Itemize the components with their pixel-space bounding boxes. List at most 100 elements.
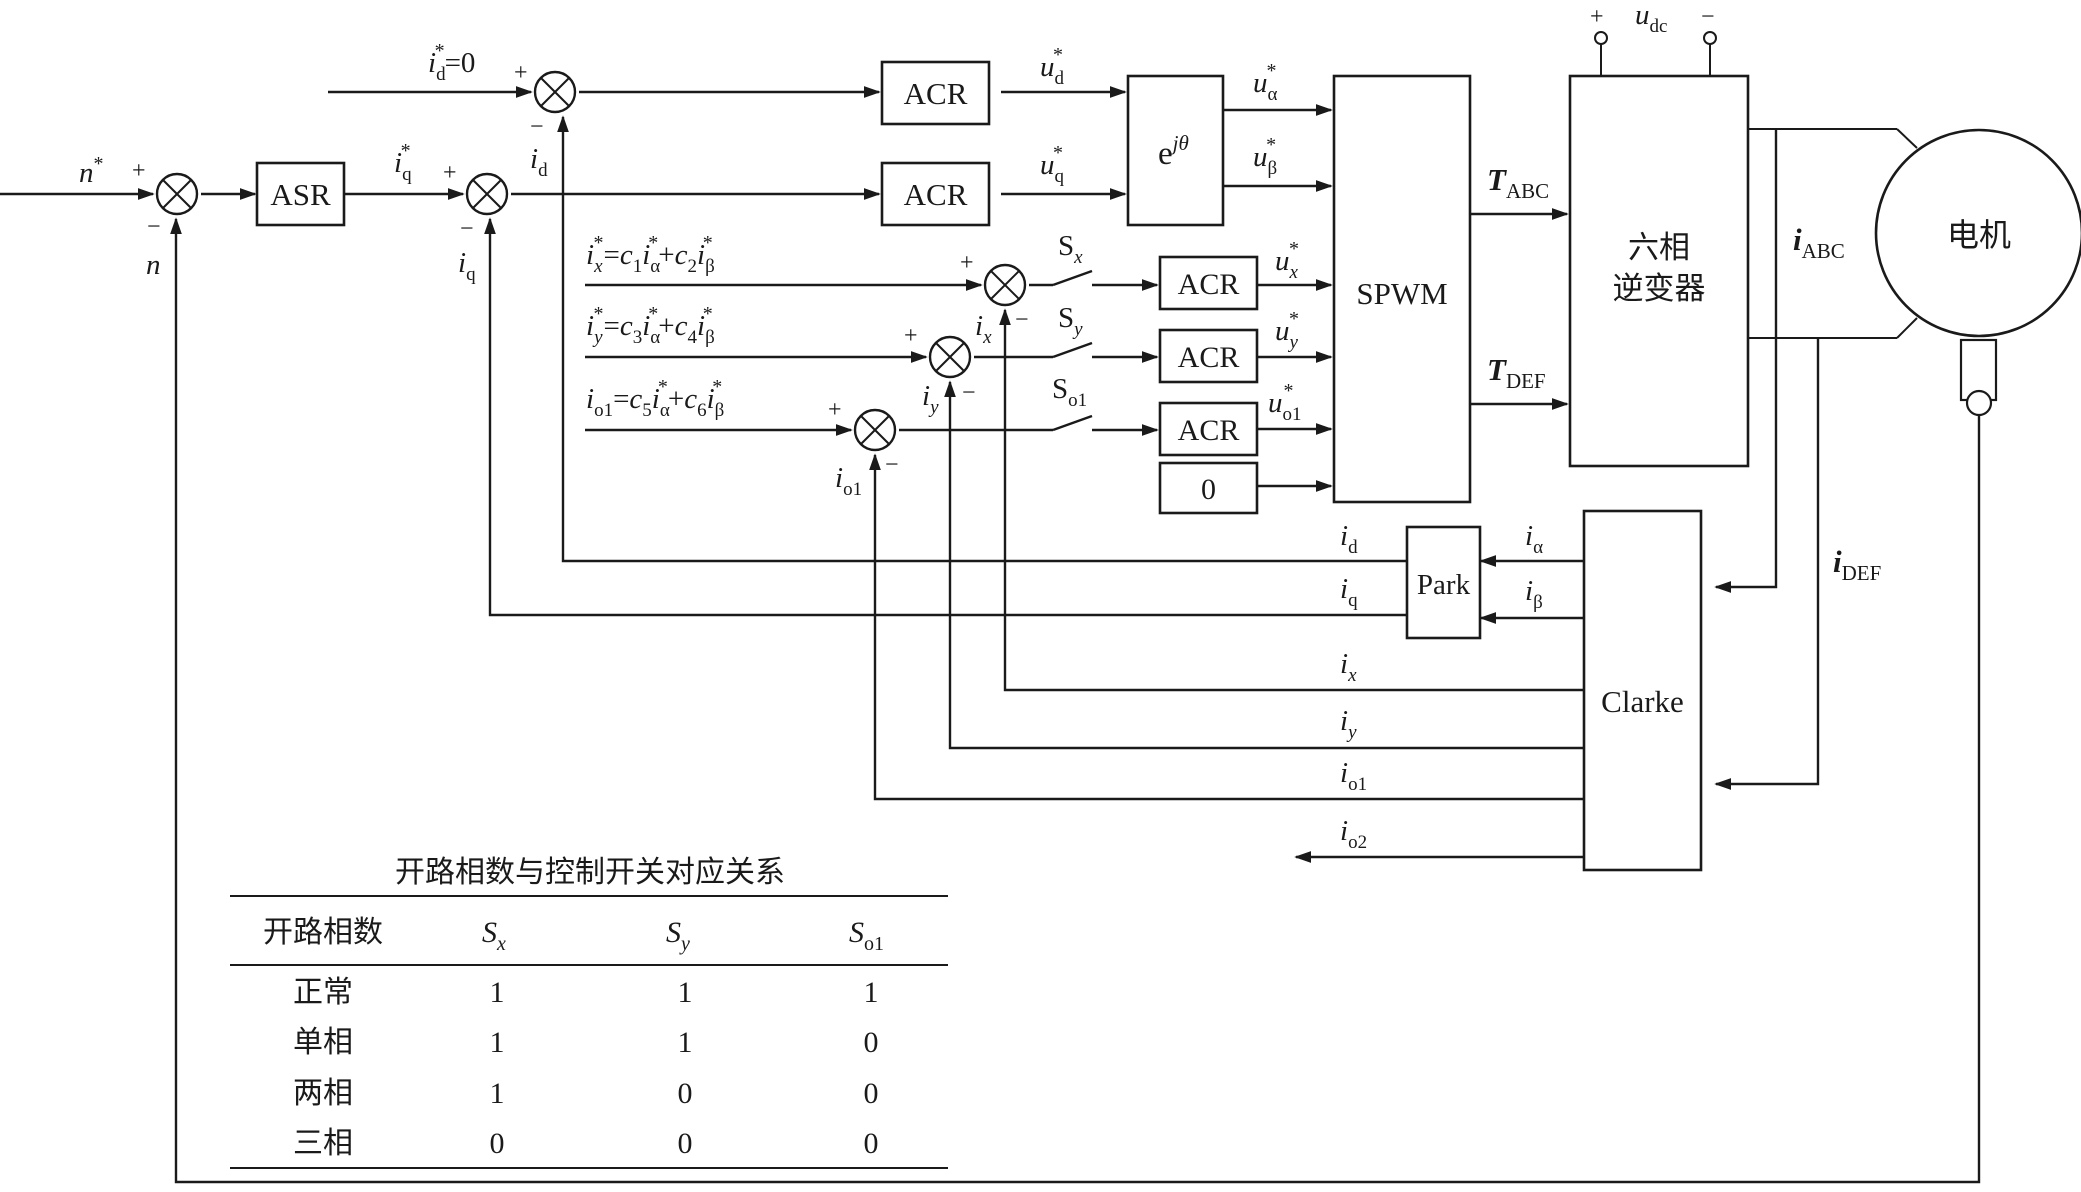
label-iy-fb-top: iy [922,380,939,418]
table-cell-name: 三相 [293,1126,353,1161]
asr-label: ASR [270,177,331,212]
label-uo1-ref: uo1* [1268,380,1302,425]
signal-labels: n* + − n id*=0 + − id iq* + − iq ud* uq*… [79,0,1881,853]
table-cell-name: 两相 [293,1076,353,1111]
label-n-feedback: n [146,249,161,281]
inverter-block [1568,74,1750,468]
summing-junction-y [928,335,972,379]
label-id-ref: id*=0 [428,40,475,85]
table-caption: 开路相数与控制开关对应关系 [395,855,785,890]
label-i-abc: iABC [1793,222,1845,263]
table-cell-so1: 0 [864,1127,879,1160]
label-i-alpha: iα [1525,520,1543,558]
acr-y-block [1158,328,1259,384]
acr-y-label: ACR [1178,341,1240,374]
sign-o1-minus: − [885,452,899,478]
clarke-label: Clarke [1601,684,1684,719]
table-cell-sy: 0 [678,1077,693,1110]
spwm-label: SPWM [1356,276,1447,311]
table-row: 单相 1 1 0 [293,1025,879,1060]
summing-junction-o1 [853,408,897,452]
acr-q-block [880,161,991,227]
table-cell-so1: 0 [864,1077,879,1110]
table-row: 三相 0 0 0 [293,1126,879,1161]
table-row: 正常 1 1 1 [293,975,879,1010]
label-io1-fb: io1 [1340,757,1367,795]
sign-speed-plus: + [132,158,146,184]
summing-junction-q [465,172,509,216]
inverter-label-line1: 六相 [1628,230,1690,266]
label-io1-fb-top: io1 [835,462,862,500]
table-cell-name: 正常 [293,975,353,1010]
summing-junction-d [533,70,577,114]
label-i-beta: iβ [1525,575,1543,613]
label-ubeta-ref: uβ* [1253,134,1277,179]
label-uq-ref: uq* [1040,142,1065,187]
label-io1-ref-eq: io1=c5iα*+c6iβ* [586,376,724,421]
label-iq-fb-top: iq [458,247,476,285]
table-cell-sx: 1 [490,1026,505,1059]
table-cell-sx: 0 [490,1127,505,1160]
label-ualpha-ref: uα* [1253,60,1278,105]
label-iy-ref-eq: iy*=c3iα*+c4iβ* [586,303,715,348]
acr-q-label: ACR [904,177,968,212]
rotation-label: ejθ [1158,131,1189,172]
zero-label: 0 [1201,473,1216,506]
label-switch-sy: Sy [1058,302,1083,340]
spwm-block [1332,74,1472,504]
label-switch-sx: Sx [1058,230,1083,268]
acr-d-block [880,60,991,126]
sign-speed-minus: − [147,214,161,240]
summing-junction-speed [155,172,199,216]
table-cell-name: 单相 [293,1025,353,1060]
sign-o1-plus: + [828,397,842,423]
label-iq-fb: iq [1340,573,1358,611]
sign-q-plus: + [443,160,457,186]
sign-x-minus: − [1015,307,1029,333]
label-udc: udc [1635,0,1667,37]
label-ix-fb-top: ix [975,310,992,348]
sign-y-minus: − [962,380,976,406]
acr-o1-label: ACR [1178,414,1240,447]
acr-x-label: ACR [1178,268,1240,301]
table-cell-sy: 1 [678,1026,693,1059]
sign-q-minus: − [460,216,474,242]
table-cell-sx: 1 [490,976,505,1009]
zero-block [1158,461,1259,515]
label-n-ref: n* [79,153,104,189]
motor-label: 电机 [1947,216,2011,254]
label-iq-ref: iq* [394,140,412,185]
label-ud-ref: ud* [1040,44,1065,89]
acr-d-label: ACR [904,76,968,111]
acr-o1-block [1158,401,1259,457]
label-id-fb-top: id [530,143,548,181]
rotation-block [1126,74,1225,227]
label-t-abc: TABC [1487,162,1549,203]
switch-table: 开路相数与控制开关对应关系 开路相数 Sx Sy So1 正常 1 1 1 单相… [230,855,948,1169]
label-ix-fb: ix [1340,648,1357,686]
table-header-phases: 开路相数 [263,915,383,950]
label-t-def: TDEF [1487,352,1546,393]
label-i-def: iDEF [1833,544,1881,585]
table-cell-sy: 0 [678,1127,693,1160]
clarke-block [1582,509,1703,872]
table-cell-sy: 1 [678,976,693,1009]
sign-y-plus: + [904,323,918,349]
table-header-so1: So1 [849,916,884,955]
table-cell-so1: 1 [864,976,879,1009]
label-ux-ref: ux* [1275,238,1299,283]
table-cell-sx: 1 [490,1077,505,1110]
table-cell-so1: 0 [864,1026,879,1059]
label-uy-ref: uy* [1275,308,1299,353]
label-ix-ref-eq: ix*=c1iα*+c2iβ* [586,232,715,277]
asr-block [255,161,346,227]
sign-x-plus: + [960,250,974,276]
sign-d-minus: − [530,114,544,140]
summing-junction-x [983,263,1027,307]
acr-x-block [1158,255,1259,311]
inverter-label-line2: 逆变器 [1613,271,1706,307]
park-label: Park [1417,569,1471,601]
label-switch-so1: So1 [1052,373,1087,411]
park-block [1405,525,1482,640]
